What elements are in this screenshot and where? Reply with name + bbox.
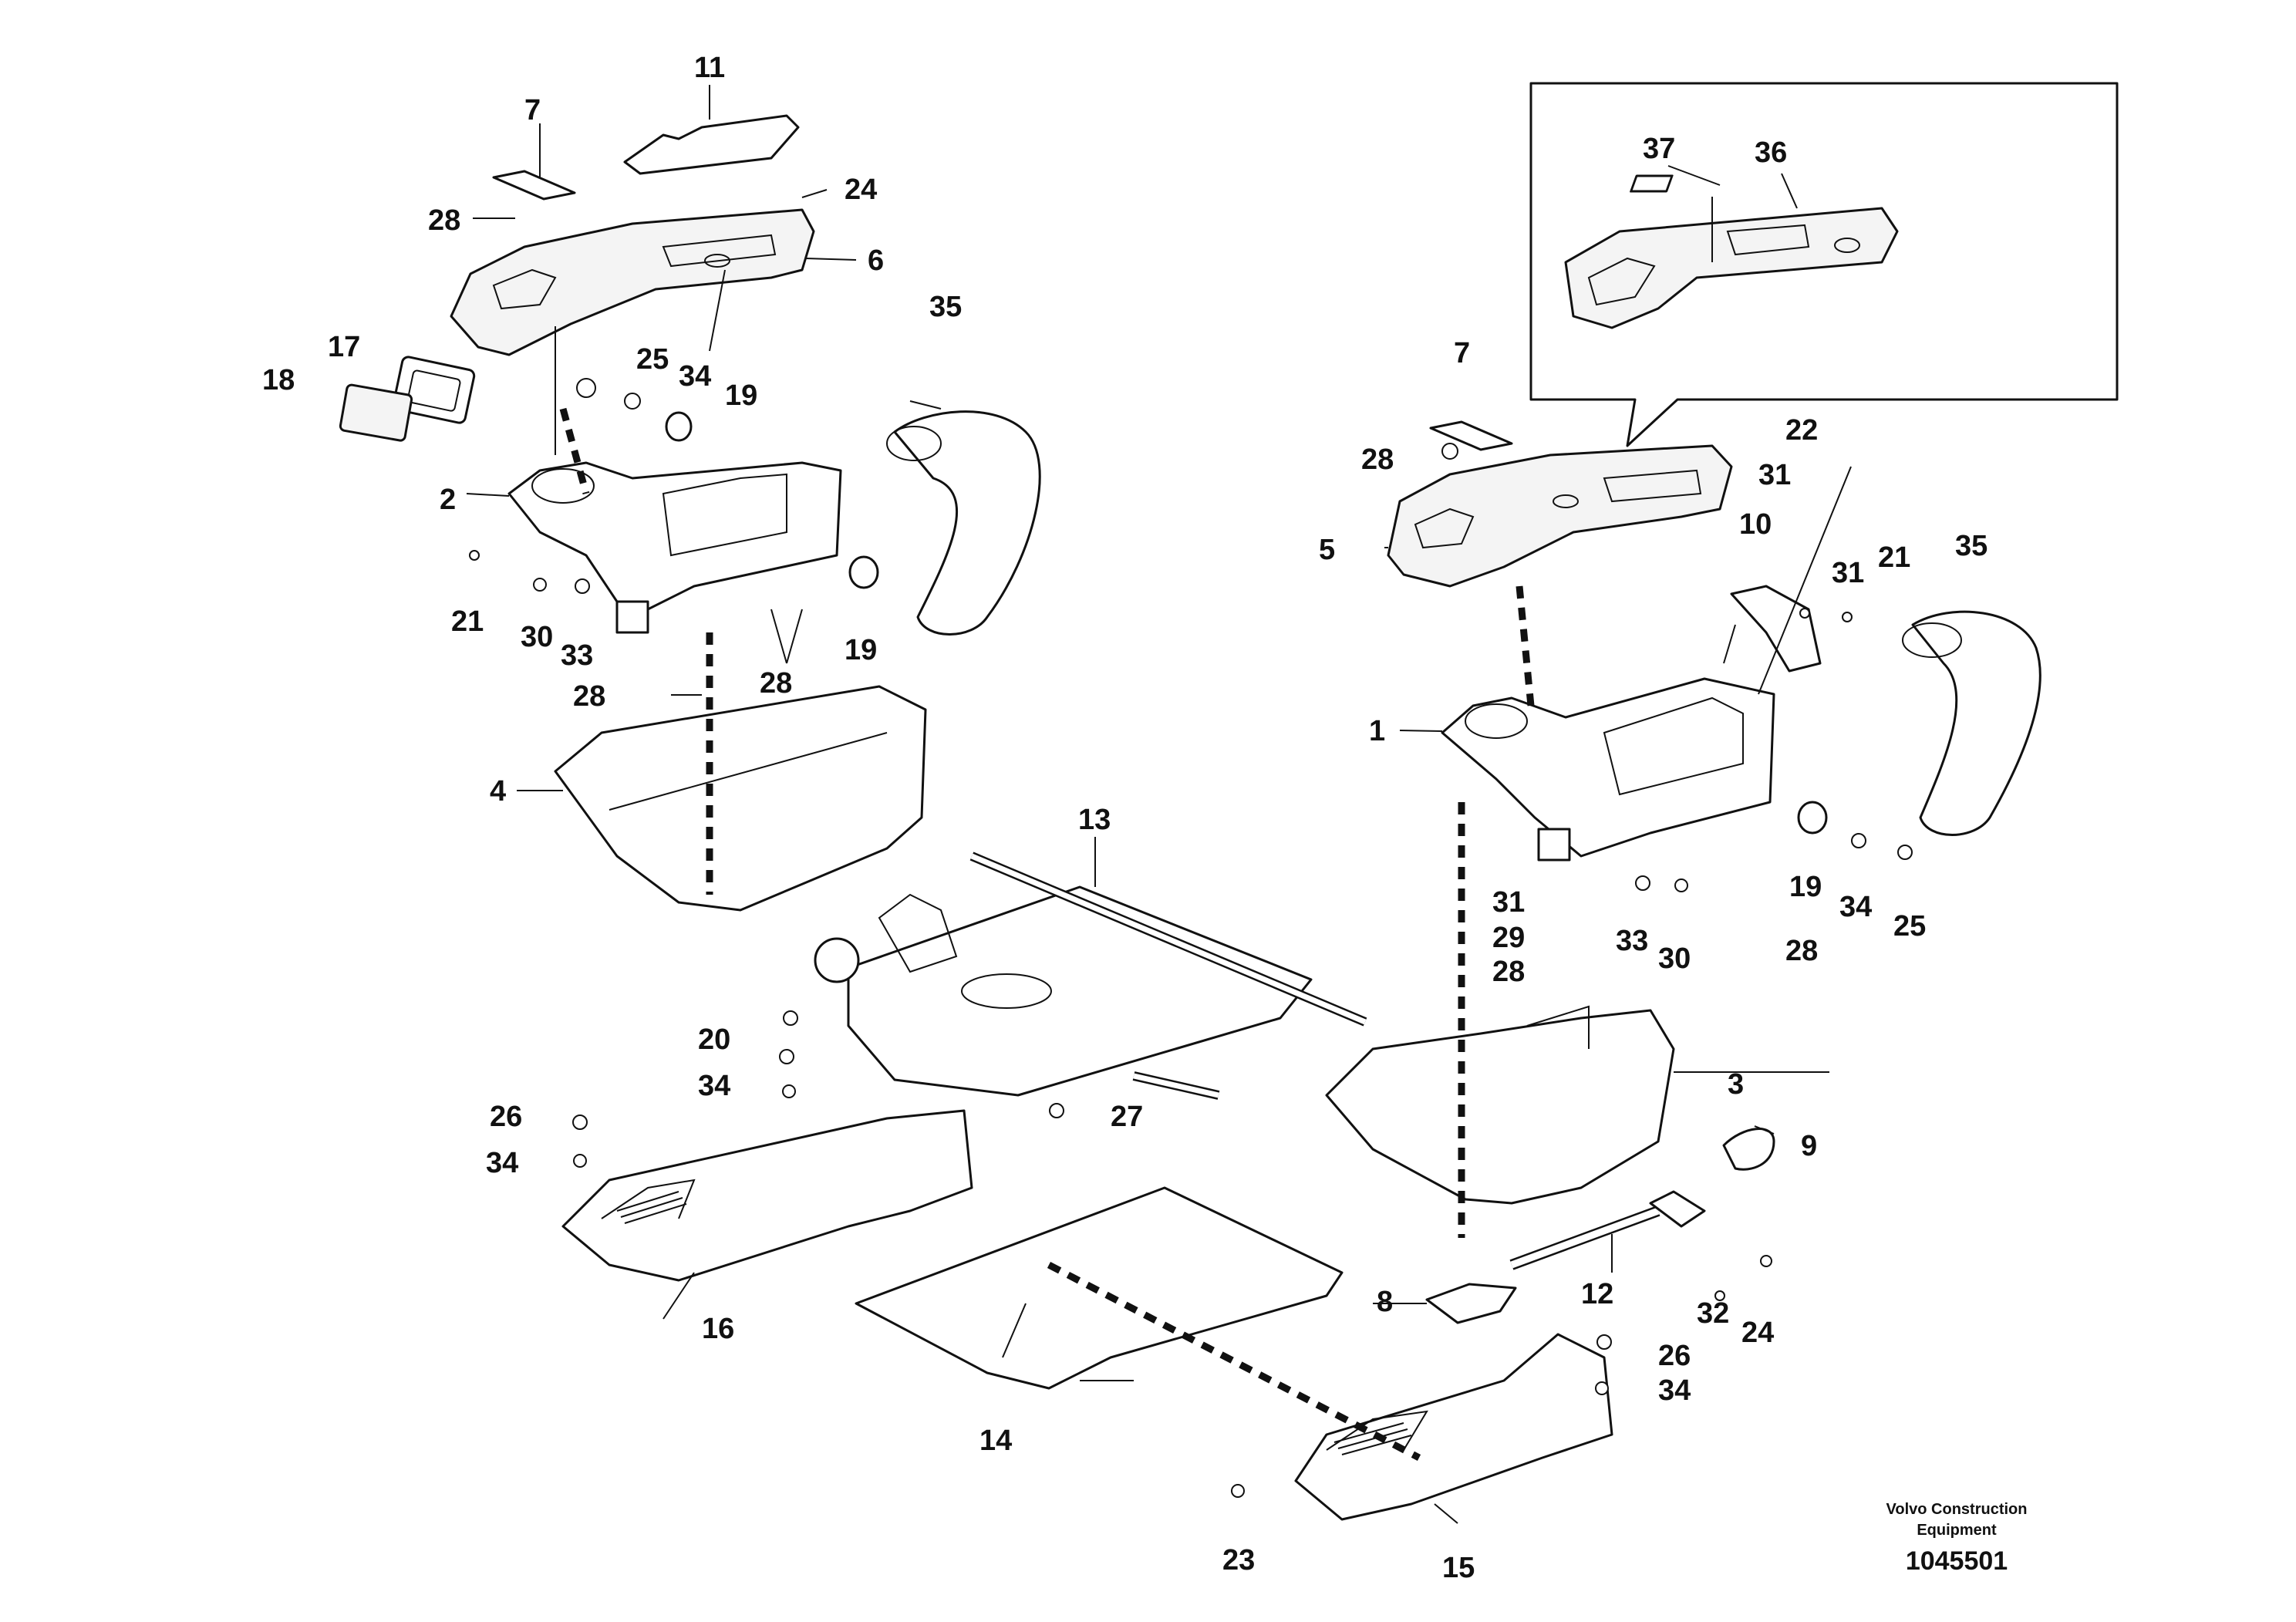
callout-37: 37	[1643, 133, 1675, 165]
callout-31-right-mid: 31	[1832, 557, 1864, 589]
brand-line-2: Equipment	[1917, 1522, 1997, 1539]
part-4-side-cover-left	[554, 685, 927, 912]
callout-34-right-bottom: 34	[1658, 1374, 1691, 1407]
callout-21-right: 21	[1878, 541, 1910, 574]
callout-35-right: 35	[1955, 530, 1988, 562]
callout-21-left: 21	[451, 605, 484, 638]
callout-4: 4	[490, 775, 506, 808]
part-10-bracket	[1730, 585, 1822, 673]
callout-23: 23	[1222, 1544, 1255, 1576]
callout-25-left: 25	[636, 343, 669, 376]
callout-10: 10	[1739, 508, 1772, 541]
callout-8: 8	[1377, 1286, 1393, 1318]
callout-33-right: 33	[1616, 925, 1648, 957]
callout-31-right-low: 31	[1492, 886, 1525, 919]
callout-34-right-mid: 34	[1839, 891, 1872, 923]
callout-18: 18	[262, 364, 295, 396]
title-block: Volvo Construction Equipment 1045501	[1886, 1501, 2028, 1576]
callout-3: 3	[1728, 1068, 1744, 1101]
callout-5: 5	[1319, 534, 1335, 566]
callout-22: 22	[1785, 414, 1818, 447]
callout-24-top: 24	[845, 174, 877, 206]
part-16-floor-cover-left	[561, 1109, 973, 1282]
callout-2: 2	[440, 484, 456, 516]
callout-28-left-a: 28	[573, 680, 605, 713]
part-5-top-cover-right	[1387, 444, 1733, 588]
callout-19-right: 19	[1789, 871, 1822, 903]
callout-26-left: 26	[490, 1101, 522, 1133]
drawing-number: 1045501	[1906, 1546, 2008, 1576]
part-37-label-plate	[1630, 174, 1674, 193]
part-8-spacer	[1425, 1283, 1517, 1324]
alignment-lines	[559, 407, 1535, 1461]
part-35-grip-left	[893, 410, 1041, 636]
callout-20: 20	[698, 1023, 730, 1056]
part-13-mounting-plate	[847, 885, 1313, 1097]
callout-14: 14	[979, 1425, 1012, 1457]
callout-30-left: 30	[521, 621, 553, 653]
part-35-grip-right	[1911, 610, 2041, 836]
callout-7-right: 7	[1454, 337, 1470, 369]
callout-25-right: 25	[1893, 910, 1926, 943]
callout-31-right-top: 31	[1758, 459, 1791, 491]
brand-line-1: Volvo Construction	[1886, 1501, 2028, 1518]
left-armrest-assembly	[339, 114, 1041, 912]
callout-27: 27	[1111, 1101, 1143, 1133]
callout-12: 12	[1581, 1278, 1613, 1310]
callout-32: 32	[1697, 1297, 1729, 1330]
callout-36: 36	[1755, 137, 1787, 169]
part-11-cover-plate	[623, 114, 800, 175]
part-3-side-cover-right	[1325, 1009, 1675, 1205]
callout-28-right-a: 28	[1492, 956, 1525, 988]
callout-24-bottom: 24	[1741, 1317, 1774, 1349]
part-15-floor-cover-right	[1294, 1333, 1613, 1521]
callout-34-left-mid: 34	[698, 1070, 730, 1102]
callout-1: 1	[1369, 715, 1385, 747]
part-7-clip-right	[1429, 420, 1513, 451]
callout-34-left-bottom: 34	[486, 1147, 518, 1179]
callout-17: 17	[328, 331, 360, 363]
callout-19-left-top: 19	[725, 379, 757, 412]
callout-9: 9	[1801, 1130, 1817, 1162]
callout-11: 11	[694, 52, 725, 84]
callout-28-top: 28	[428, 204, 460, 237]
part-6-top-cover-left	[450, 208, 815, 356]
callout-35-left: 35	[929, 291, 962, 323]
callout-6: 6	[868, 244, 884, 277]
callout-19-left-bottom: 19	[845, 634, 877, 666]
callout-30-right: 30	[1658, 943, 1691, 975]
callouts: 11 7 24 28 6 17 18 25 34 19 35 2 21 30 3…	[262, 52, 1988, 1584]
right-armrest-assembly	[1325, 420, 2041, 1324]
callout-28-left-b: 28	[760, 667, 792, 700]
callout-26-right: 26	[1658, 1340, 1691, 1372]
detail-inset	[1529, 82, 2119, 447]
part-18-pad	[339, 383, 413, 442]
callout-29: 29	[1492, 922, 1525, 954]
callout-13: 13	[1078, 804, 1111, 836]
part-9-knob-cap	[1722, 1128, 1775, 1171]
callout-16: 16	[702, 1313, 734, 1345]
part-2-bracket-left	[507, 461, 842, 611]
part-36-armrest-top-variant	[1564, 207, 1899, 329]
callout-33-left: 33	[561, 639, 593, 672]
part-1-bracket-right	[1441, 677, 1775, 858]
callout-7-left: 7	[524, 94, 541, 126]
part-7-clip-left	[492, 170, 576, 201]
leader-lines	[466, 85, 1852, 1524]
callout-28-right-b: 28	[1785, 935, 1818, 967]
callout-15: 15	[1442, 1552, 1475, 1584]
callout-34-left-top: 34	[679, 360, 711, 393]
callout-28-right-top: 28	[1361, 443, 1394, 476]
